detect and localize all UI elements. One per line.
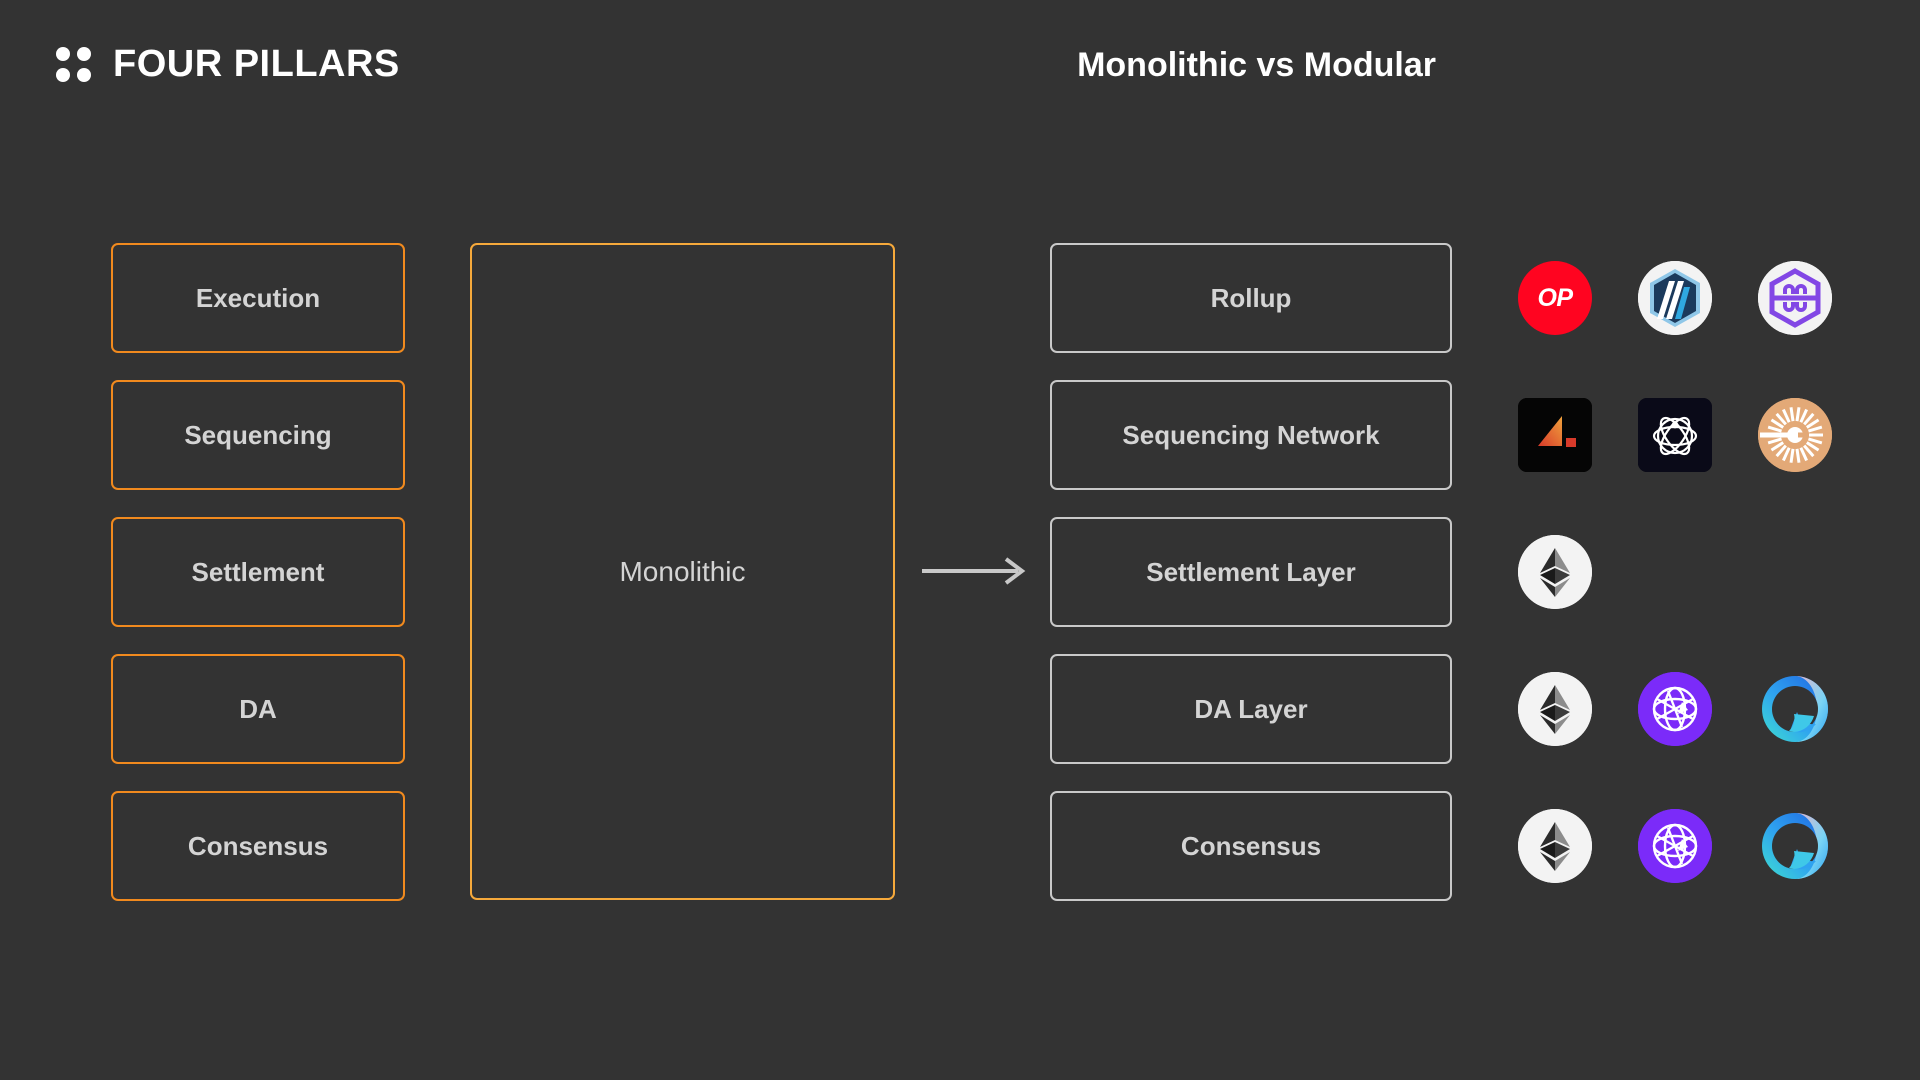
modular-row: Rollup OP	[1050, 243, 1855, 353]
modular-column: Rollup OP Sequencing Network	[1050, 243, 1855, 901]
arrow-right-icon	[922, 557, 1026, 585]
celestia-logo	[1638, 809, 1712, 883]
espresso-logo-slot	[1615, 380, 1735, 490]
layer-box[interactable]: Settlement Layer	[1050, 517, 1452, 627]
astria-logo-slot	[1495, 380, 1615, 490]
brand-logo: FOUR PILLARS	[56, 45, 400, 83]
modular-row: Sequencing Network	[1050, 380, 1855, 490]
pillar-box[interactable]: Settlement	[111, 517, 405, 627]
avail-logo	[1758, 809, 1832, 883]
modular-row: DA Layer	[1050, 654, 1855, 764]
pillar-box[interactable]: Consensus	[111, 791, 405, 901]
layer-logo-group	[1495, 654, 1855, 764]
ethereum-logo-slot	[1495, 791, 1615, 901]
pillar-label: Execution	[195, 283, 321, 313]
ethereum-logo-slot	[1495, 654, 1615, 764]
brand-name: FOUR PILLARS	[113, 43, 400, 85]
pillar-box[interactable]: Execution	[111, 243, 405, 353]
pillar-label: Settlement	[191, 557, 325, 587]
pillar-label: Sequencing	[184, 420, 332, 450]
layer-logo-group	[1495, 791, 1855, 901]
monolithic-box: Monolithic	[470, 243, 895, 900]
ethereum-logo-slot	[1495, 517, 1615, 627]
optimism-logo: OP	[1518, 261, 1592, 335]
ethereum-logo	[1518, 672, 1592, 746]
monolithic-label: Monolithic	[619, 555, 746, 587]
celestia-logo	[1638, 672, 1712, 746]
pillar-label: Consensus	[187, 831, 329, 861]
avail-logo-slot	[1735, 791, 1855, 901]
layer-logo-group	[1495, 380, 1855, 490]
page-title: Monolithic vs Modular	[1077, 46, 1436, 84]
layer-logo-group	[1495, 517, 1615, 627]
layer-box[interactable]: Consensus	[1050, 791, 1452, 901]
polygon-zkevm-logo	[1758, 261, 1832, 335]
layer-label: Rollup	[1210, 283, 1292, 313]
layer-box[interactable]: Rollup	[1050, 243, 1452, 353]
ethereum-logo	[1518, 535, 1592, 609]
arbitrum-logo-slot	[1615, 243, 1735, 353]
layer-box[interactable]: DA Layer	[1050, 654, 1452, 764]
modular-row: Consensus	[1050, 791, 1855, 901]
celestia-logo-slot	[1615, 791, 1735, 901]
layer-label: Consensus	[1180, 831, 1322, 861]
avail-logo-slot	[1735, 654, 1855, 764]
layer-label: Sequencing Network	[1122, 420, 1380, 450]
pillar-label: DA	[239, 694, 277, 724]
pillar-box[interactable]: DA	[111, 654, 405, 764]
layer-label: Settlement Layer	[1146, 557, 1356, 587]
layer-logo-group: OP	[1495, 243, 1855, 353]
polygon-zkevm-logo-slot	[1735, 243, 1855, 353]
celestia-logo-slot	[1615, 654, 1735, 764]
espresso-logo	[1638, 398, 1712, 472]
astria-logo	[1518, 398, 1592, 472]
ethereum-logo	[1518, 809, 1592, 883]
layer-box[interactable]: Sequencing Network	[1050, 380, 1452, 490]
modular-row: Settlement Layer	[1050, 517, 1855, 627]
layer-label: DA Layer	[1194, 694, 1308, 724]
avail-logo	[1758, 672, 1832, 746]
radius-logo-slot	[1735, 380, 1855, 490]
arbitrum-logo	[1638, 261, 1712, 335]
optimism-logo-slot: OP	[1495, 243, 1615, 353]
four-dots-icon	[56, 46, 91, 82]
pillar-box[interactable]: Sequencing	[111, 380, 405, 490]
radius-logo	[1758, 398, 1832, 472]
